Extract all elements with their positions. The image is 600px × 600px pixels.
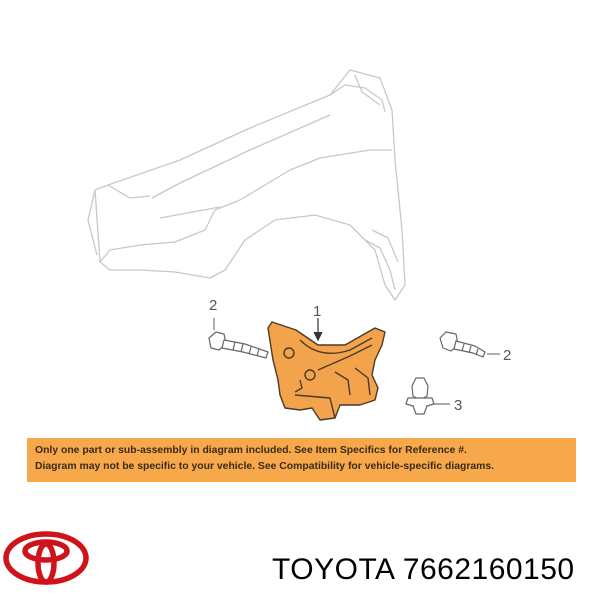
- callout-part-2-right: 2: [503, 347, 511, 364]
- notice-line-1: Only one part or sub-assembly in diagram…: [35, 445, 467, 456]
- callout-part-3: 3: [454, 397, 462, 414]
- notice-banner: Only one part or sub-assembly in diagram…: [27, 438, 576, 482]
- fender-outline: [87, 69, 406, 301]
- mudguard-part: [267, 321, 386, 421]
- notice-line-2: Diagram may not be specific to your vehi…: [35, 461, 495, 472]
- leader-part-1: [313, 318, 323, 342]
- callout-part-1: 1: [313, 303, 321, 320]
- clip-part: [405, 377, 450, 415]
- callout-part-2-left: 2: [209, 297, 217, 314]
- bolt-left: [208, 318, 269, 359]
- part-number-label: TOYOTA 7662160150: [272, 553, 575, 587]
- brand-name: TOYOTA: [272, 553, 394, 586]
- bolt-right: [439, 331, 500, 358]
- part-number: 7662160150: [402, 553, 575, 586]
